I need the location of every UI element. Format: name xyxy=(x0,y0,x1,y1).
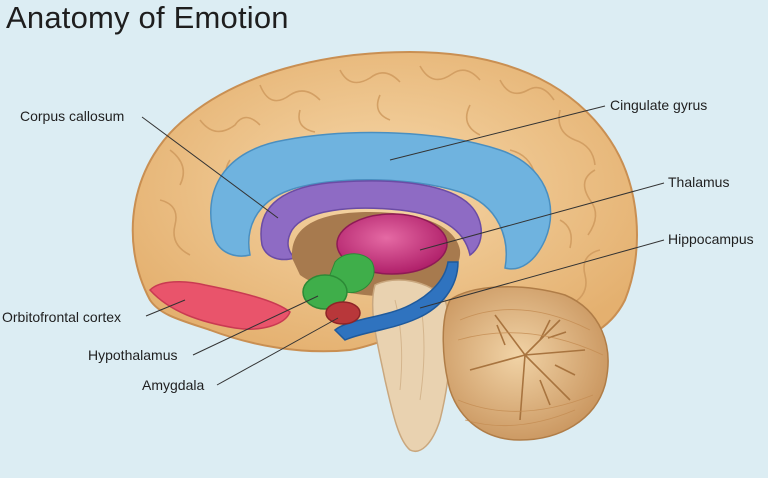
leader-corpus-callosum xyxy=(141,116,279,219)
label-orbitofrontal-cortex: Orbitofrontal cortex xyxy=(2,309,122,325)
label-amygdala: Amygdala xyxy=(142,377,205,393)
cerebellum-shape xyxy=(442,286,609,441)
leader-lines xyxy=(141,105,665,386)
leader-amygdala xyxy=(216,317,339,386)
leader-hypothalamus xyxy=(192,295,319,356)
hippocampus-shape xyxy=(333,261,459,341)
corpus-callosum-shape xyxy=(260,180,482,261)
leader-orbitofrontal xyxy=(145,299,186,317)
leader-thalamus xyxy=(419,182,665,251)
orbitofrontal-cortex-shape xyxy=(148,280,291,330)
cingulate-gyrus-shape xyxy=(210,131,552,270)
diagram-title: Anatomy of Emotion xyxy=(6,0,289,35)
label-thalamus: Thalamus xyxy=(668,174,730,190)
label-cingulate-gyrus: Cingulate gyrus xyxy=(610,97,708,113)
amygdala-shape xyxy=(325,301,361,325)
label-hypothalamus: Hypothalamus xyxy=(88,347,178,363)
arbor-vitae xyxy=(469,314,586,421)
label-corpus-callosum: Corpus callosum xyxy=(20,108,125,124)
label-hippocampus: Hippocampus xyxy=(668,231,754,247)
hypothalamus-shape xyxy=(302,274,348,310)
leader-hippocampus xyxy=(419,239,665,309)
leader-cingulate-gyrus xyxy=(389,105,606,161)
